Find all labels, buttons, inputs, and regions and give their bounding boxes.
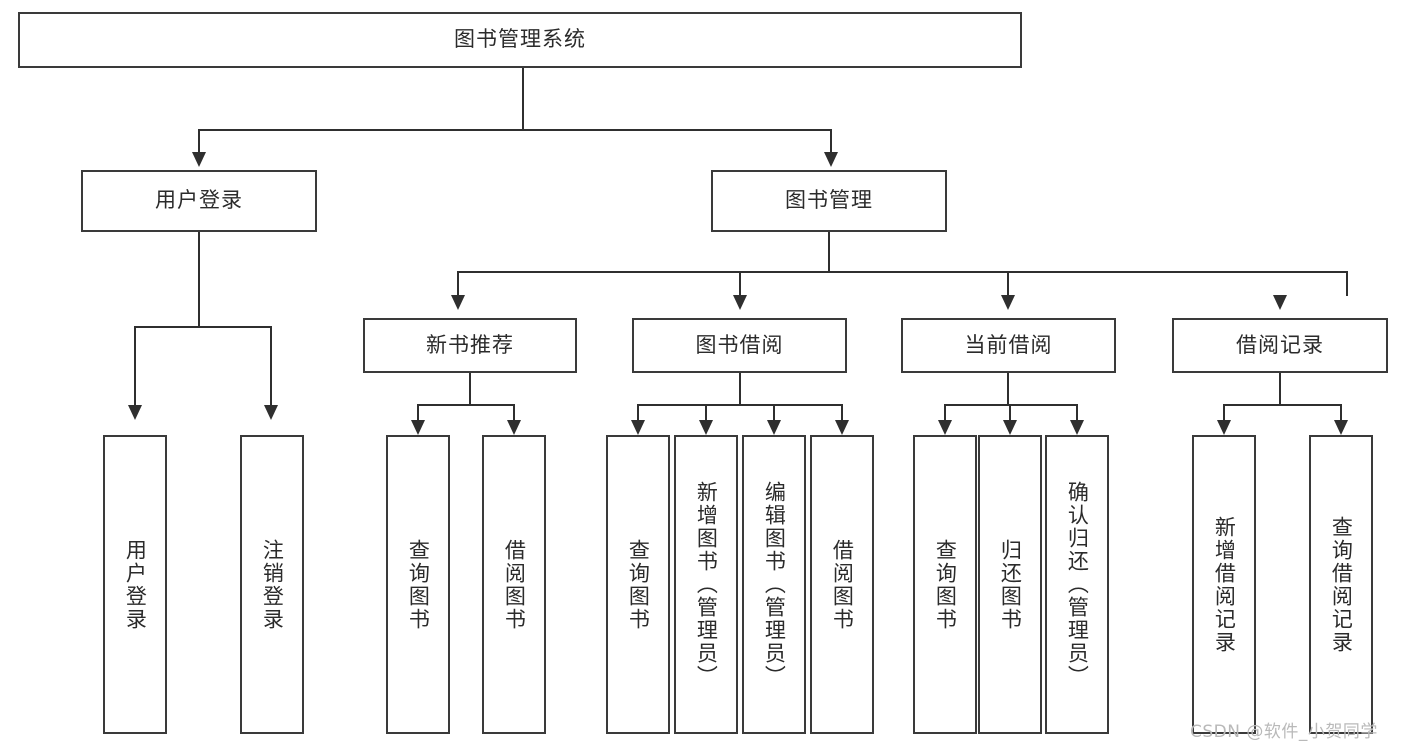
connector-book-borrow-trunk <box>739 373 741 405</box>
connector-current-borrow-bus <box>944 404 1078 406</box>
arrowhead-leaf-borrow-record-1 <box>1217 420 1231 435</box>
connector-borrow-record-trunk <box>1279 373 1281 405</box>
node-user-login[interactable]: 用户登录 <box>81 170 317 232</box>
connector-borrow-record-leaf-1 <box>1223 404 1225 422</box>
arrowhead-new-book <box>451 295 465 310</box>
node-new-book-recommend[interactable]: 新书推荐 <box>363 318 577 373</box>
arrowhead-leaf-new-book-1 <box>411 420 425 435</box>
node-book-manage[interactable]: 图书管理 <box>711 170 947 232</box>
leaf-current-borrow-return[interactable]: 归还图书 <box>978 435 1042 734</box>
node-label: 当前借阅 <box>964 332 1053 357</box>
leaf-new-book-borrow[interactable]: 借阅图书 <box>482 435 546 734</box>
node-book-borrow[interactable]: 图书借阅 <box>632 318 847 373</box>
connector-to-book-borrow <box>739 271 741 296</box>
connector-new-book-leaf-2 <box>513 404 515 422</box>
connector-root-to-book-manage <box>830 129 832 153</box>
csdn-watermark: CSDN @软件_小贺同学 <box>1190 722 1378 742</box>
node-label: 借阅图书 <box>830 538 855 631</box>
connector-new-book-trunk <box>469 373 471 405</box>
leaf-book-borrow-query[interactable]: 查询图书 <box>606 435 670 734</box>
connector-to-current-borrow <box>1007 271 1009 296</box>
leaf-book-borrow-add[interactable]: 新增图书（管理员） <box>674 435 738 734</box>
connector-new-book-bus <box>417 404 514 406</box>
connector-user-login-bus <box>134 326 272 328</box>
leaf-book-borrow-edit[interactable]: 编辑图书（管理员） <box>742 435 806 734</box>
node-label: 新增图书（管理员） <box>694 481 719 688</box>
connector-borrow-record-bus <box>1223 404 1342 406</box>
node-label: 用户登录 <box>123 538 148 631</box>
connector-user-login-leaf-1 <box>134 326 136 406</box>
arrowhead-book-manage <box>824 152 838 167</box>
arrowhead-leaf-book-borrow-1 <box>631 420 645 435</box>
node-label: 图书借阅 <box>695 332 784 357</box>
leaf-user-login-login[interactable]: 用户登录 <box>103 435 167 734</box>
node-current-borrow[interactable]: 当前借阅 <box>901 318 1116 373</box>
arrowhead-borrow-record <box>1273 295 1287 310</box>
node-label: 借阅记录 <box>1236 332 1324 357</box>
node-borrow-record[interactable]: 借阅记录 <box>1172 318 1388 373</box>
arrowhead-user-login <box>192 152 206 167</box>
arrowhead-leaf-current-borrow-3 <box>1070 420 1084 435</box>
arrowhead-leaf-borrow-record-2 <box>1334 420 1348 435</box>
node-label: 图书管理 <box>785 188 873 213</box>
connector-current-borrow-trunk <box>1007 373 1009 405</box>
connector-book-manage-trunk <box>828 232 830 272</box>
connector-book-borrow-leaf-4 <box>841 404 843 422</box>
connector-to-new-book <box>457 271 459 296</box>
connector-root-bus <box>198 129 832 131</box>
arrowhead-leaf-book-borrow-2 <box>699 420 713 435</box>
connector-to-borrow-record <box>1346 271 1348 296</box>
connector-book-borrow-leaf-1 <box>637 404 639 422</box>
connector-current-borrow-leaf-2 <box>1009 404 1011 422</box>
leaf-current-borrow-query[interactable]: 查询图书 <box>913 435 977 734</box>
node-label: 新书推荐 <box>426 332 514 357</box>
arrowhead-leaf-current-borrow-1 <box>938 420 952 435</box>
node-label: 新增借阅记录 <box>1212 515 1237 654</box>
node-label: 查询图书 <box>933 538 958 631</box>
arrowhead-leaf-current-borrow-2 <box>1003 420 1017 435</box>
leaf-book-borrow-borrow[interactable]: 借阅图书 <box>810 435 874 734</box>
connector-current-borrow-leaf-3 <box>1076 404 1078 422</box>
node-label: 确认归还（管理员） <box>1065 481 1090 688</box>
node-label: 借阅图书 <box>502 538 527 631</box>
arrowhead-leaf-book-borrow-4 <box>835 420 849 435</box>
connector-user-login-leaf-2 <box>270 326 272 406</box>
connector-root-trunk <box>522 68 524 130</box>
node-label: 归还图书 <box>998 538 1023 631</box>
connector-borrow-record-leaf-2 <box>1340 404 1342 422</box>
arrowhead-leaf-user-login-2 <box>264 405 278 420</box>
connector-book-borrow-leaf-2 <box>705 404 707 422</box>
node-label: 图书管理系统 <box>454 27 586 52</box>
leaf-borrow-record-query[interactable]: 查询借阅记录 <box>1309 435 1373 734</box>
connector-user-login-trunk <box>198 232 200 327</box>
connector-book-borrow-bus <box>637 404 842 406</box>
node-label: 用户登录 <box>155 188 243 213</box>
node-label: 编辑图书（管理员） <box>762 481 787 688</box>
node-system-root[interactable]: 图书管理系统 <box>18 12 1022 68</box>
node-label: 查询图书 <box>626 538 651 631</box>
connector-borrow-record-jog <box>1279 271 1348 273</box>
node-label: 查询借阅记录 <box>1329 515 1354 654</box>
leaf-borrow-record-add[interactable]: 新增借阅记录 <box>1192 435 1256 734</box>
arrowhead-leaf-book-borrow-3 <box>767 420 781 435</box>
node-label: 查询图书 <box>406 538 431 631</box>
arrowhead-leaf-user-login-1 <box>128 405 142 420</box>
connector-book-borrow-leaf-3 <box>773 404 775 422</box>
arrowhead-leaf-new-book-2 <box>507 420 521 435</box>
leaf-new-book-query[interactable]: 查询图书 <box>386 435 450 734</box>
connector-book-manage-bus <box>457 271 1348 273</box>
leaf-current-borrow-confirm-return[interactable]: 确认归还（管理员） <box>1045 435 1109 734</box>
connector-current-borrow-leaf-1 <box>944 404 946 422</box>
connector-root-to-user-login <box>198 129 200 153</box>
leaf-user-login-logout[interactable]: 注销登录 <box>240 435 304 734</box>
arrowhead-current-borrow <box>1001 295 1015 310</box>
arrowhead-book-borrow <box>733 295 747 310</box>
node-label: 注销登录 <box>260 538 285 631</box>
connector-new-book-leaf-1 <box>417 404 419 422</box>
